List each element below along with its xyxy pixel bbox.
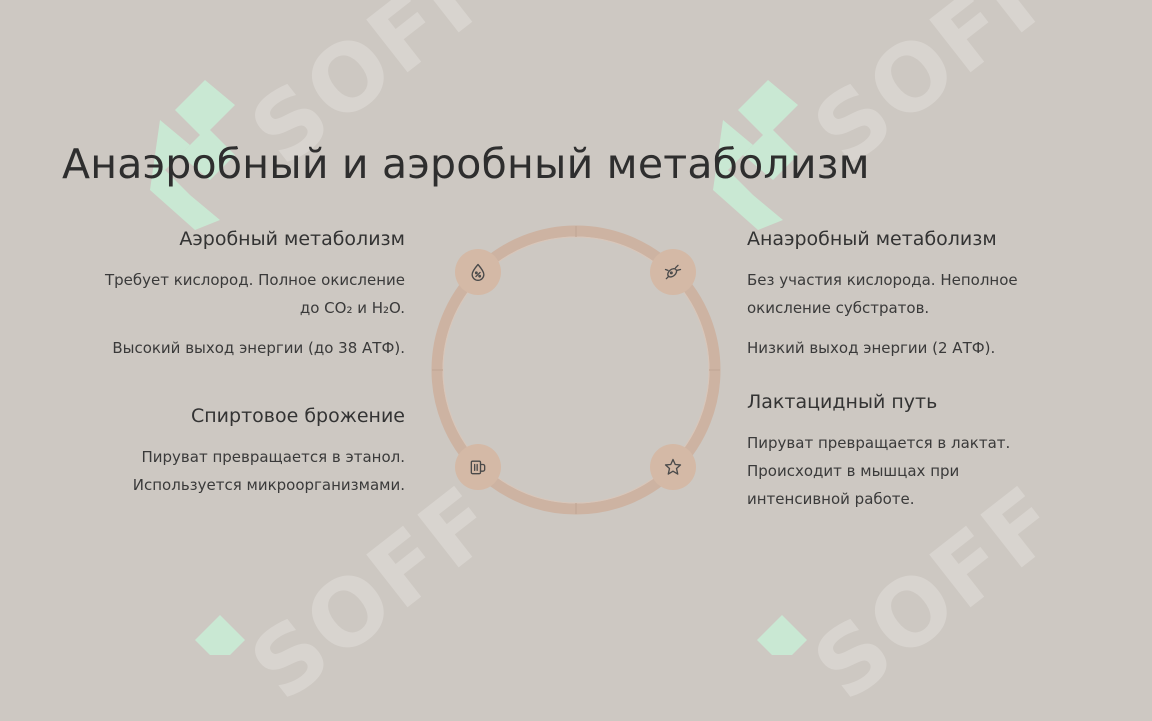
anaerobic-energy: Низкий выход энергии (2 АТФ). (747, 339, 996, 357)
star-icon (664, 458, 682, 475)
aerobic-energy: Высокий выход энергии (до 38 АТФ). (112, 339, 405, 357)
bacteria-icon (664, 264, 682, 280)
anaerobic-block: Анаэробный метаболизм Без участия кислор… (747, 228, 1107, 374)
lactate-line1: Пируват превращается в лактат. (747, 434, 1011, 452)
beer-mug-icon (470, 460, 486, 475)
aerobic-description: Требует кислород. Полное окисление до CO… (45, 266, 405, 322)
lactate-heading: Лактацидный путь (747, 391, 938, 413)
lactate-description: Пируват превращается в лактат. Происходи… (747, 429, 1107, 513)
droplet-percent-icon (471, 263, 485, 281)
aerobic-line2: до CO₂ и H₂O. (299, 299, 405, 317)
anaerobic-line2: окисление субстратов. (747, 299, 930, 317)
aerobic-block: Аэробный метаболизм Требует кислород. По… (45, 228, 405, 374)
anaerobic-description: Без участия кислорода. Неполное окислени… (747, 266, 1107, 322)
droplet-node (455, 249, 501, 295)
bacteria-node (650, 249, 696, 295)
anaerobic-line1: Без участия кислорода. Неполное (747, 271, 1018, 289)
beer-node (455, 444, 501, 490)
alcohol-line2: Используется микроорганизмами. (132, 476, 405, 494)
alcohol-description: Пируват превращается в этанол. Используе… (45, 443, 405, 499)
star-node (650, 444, 696, 490)
watermark-logo (190, 615, 250, 659)
lactate-line3: интенсивной работе. (747, 490, 915, 508)
watermark-logo (752, 615, 812, 659)
aerobic-heading: Аэробный метаболизм (179, 228, 405, 250)
page-title: Анаэробный и аэробный метаболизм (62, 140, 870, 188)
alcohol-heading: Спиртовое брожение (190, 405, 405, 427)
alcohol-block: Спиртовое брожение Пируват превращается … (45, 405, 405, 511)
cycle-ring (430, 224, 722, 516)
anaerobic-heading: Анаэробный метаболизм (747, 228, 997, 250)
lactate-line2: Происходит в мышцах при (747, 462, 960, 480)
lactate-block: Лактацидный путь Пируват превращается в … (747, 391, 1107, 525)
aerobic-line1: Требует кислород. Полное окисление (104, 271, 405, 289)
alcohol-line1: Пируват превращается в этанол. (141, 448, 405, 466)
